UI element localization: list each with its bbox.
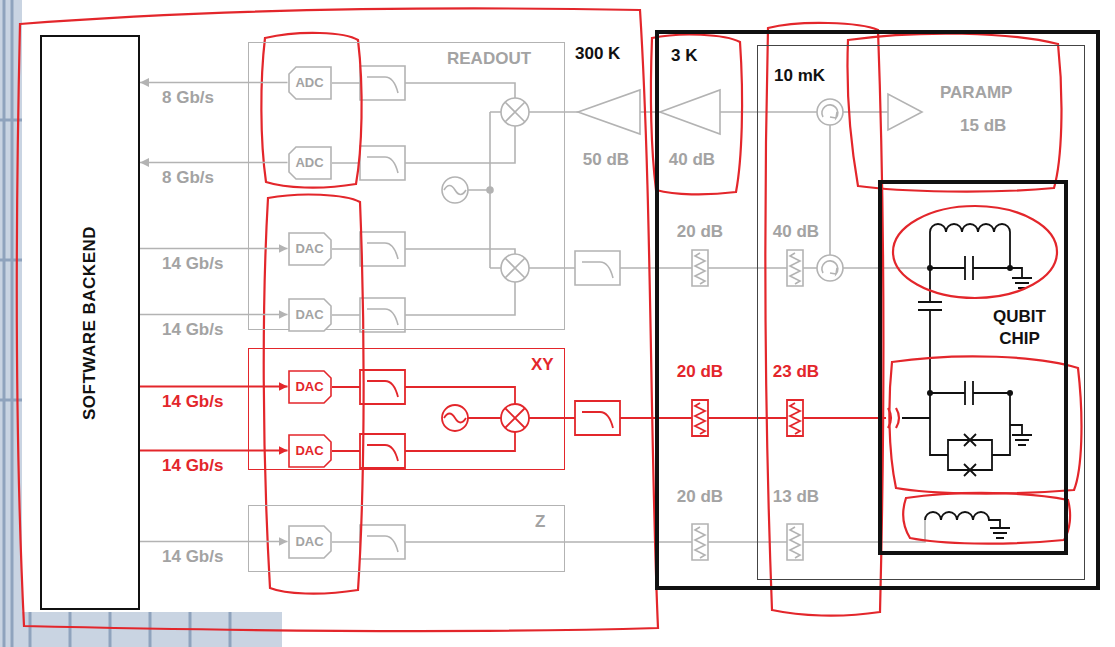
stage-label: 23 dB: [773, 362, 819, 382]
junction-dot: [927, 390, 933, 396]
annotation-outline: [651, 35, 742, 195]
data-link-arrow: [140, 314, 288, 316]
group-label: READOUT: [447, 49, 531, 69]
oscillator-symbol: [442, 405, 468, 431]
data-rate-label: 14 Gb/s: [162, 456, 223, 476]
adc-block: ADC: [288, 146, 332, 180]
dac-block: DAC: [288, 232, 332, 266]
group-label: Z: [535, 512, 545, 532]
dac-outline: [289, 299, 331, 331]
attenuator-symbol: [692, 250, 803, 560]
data-rate-label: 8 Gb/s: [162, 168, 214, 188]
oscillator-wave: [444, 186, 466, 195]
dac-outline: [289, 233, 331, 265]
stage-label: 40 dB: [773, 222, 819, 242]
mixer-symbol: [501, 404, 529, 432]
hand-annotations: [17, 9, 1082, 632]
qubit-chip-box: QUBIT CHIP: [878, 180, 1068, 555]
group-label: XY: [531, 355, 554, 375]
data-link-arrow: [140, 541, 288, 543]
attenuator-symbol: [692, 400, 803, 436]
stage-label: 20 dB: [677, 362, 723, 382]
data-link-arrow: [140, 248, 288, 250]
converter-label: DAC: [295, 534, 323, 549]
mixer-cross: [505, 408, 525, 428]
z-group: Z DAC: [248, 505, 565, 572]
dac-outline: [289, 526, 331, 558]
stage-label: 50 dB: [583, 150, 629, 170]
lowpass-filter-symbol: [360, 66, 620, 559]
readout-group: READOUT ADC ADC DAC DAC: [248, 42, 565, 330]
dac-block: DAC: [288, 298, 332, 332]
annotation-outline: [893, 206, 1057, 298]
stage-label: 40 dB: [669, 150, 715, 170]
white-panel: [22, 0, 1115, 647]
stage-label: PARAMP: [940, 83, 1012, 103]
junction-dot: [927, 265, 933, 271]
mixer-symbols: [442, 90, 922, 560]
group-label: QUBIT CHIP: [980, 306, 1060, 350]
data-rate-label: 14 Gb/s: [162, 254, 223, 274]
data-link-arrow: [140, 82, 288, 84]
data-rate-label: 14 Gb/s: [162, 320, 223, 340]
stage-label: 13 dB: [773, 487, 819, 507]
data-link-arrow: [140, 386, 288, 388]
converter-label: ADC: [295, 155, 323, 170]
data-link-arrow: [140, 162, 288, 164]
oscillator-symbol: [442, 177, 468, 203]
stage-label: 20 dB: [677, 487, 723, 507]
adc-block: ADC: [288, 66, 332, 100]
group-label: 3 K: [671, 46, 697, 66]
circulator-arrow: [822, 261, 838, 274]
converter-label: DAC: [295, 443, 323, 458]
group-label: 10 mK: [774, 66, 825, 86]
annotation-outline: [847, 34, 1061, 192]
paramp-symbol: [888, 94, 922, 130]
junction-dot: [487, 187, 493, 193]
amplifier-symbol: [660, 90, 720, 134]
mixer-symbol: [501, 254, 529, 282]
annotation-outline: [903, 493, 1070, 544]
data-rate-label: 14 Gb/s: [162, 547, 223, 567]
converter-label: DAC: [295, 379, 323, 394]
mixer-cross: [505, 258, 525, 278]
data-rate-label: 8 Gb/s: [162, 88, 214, 108]
backend-title: SOFTWARE BACKEND: [80, 225, 100, 419]
data-rate-label: 14 Gb/s: [162, 392, 223, 412]
stage-label: 15 dB: [960, 116, 1006, 136]
annotation-outline: [264, 195, 364, 594]
oscillator-wave: [444, 414, 466, 423]
converter-label: ADC: [295, 75, 323, 90]
junction-dot: [1007, 390, 1013, 396]
annotation-outline: [765, 23, 883, 616]
adc-outline: [289, 67, 331, 99]
dac-outline: [289, 435, 331, 467]
circulator-symbol: [817, 99, 843, 125]
adc-outline: [289, 147, 331, 179]
annotation-outline: [889, 356, 1081, 493]
annotation-outline: [17, 9, 658, 632]
circulator-symbol: [817, 255, 843, 281]
stage-label: 300 K: [575, 44, 620, 64]
lowpass-filter-symbol: [360, 370, 620, 468]
dac-block: DAC: [288, 370, 332, 404]
mixer-cross: [505, 102, 525, 122]
dac-block: DAC: [288, 434, 332, 468]
xy-group: XY DAC DAC: [248, 348, 565, 470]
dac-outline: [289, 371, 331, 403]
stage-label: 20 dB: [677, 222, 723, 242]
amplifier-symbol: [578, 90, 640, 134]
converter-label: DAC: [295, 307, 323, 322]
software-backend-box: SOFTWARE BACKEND: [40, 35, 140, 610]
grey-wires: [332, 83, 930, 542]
annotation-outline: [261, 33, 361, 188]
converter-label: DAC: [295, 241, 323, 256]
data-link-arrow: [140, 450, 288, 452]
circulator-arrow: [822, 105, 838, 118]
dac-block: DAC: [288, 525, 332, 559]
junction-dot: [1007, 265, 1013, 271]
mixer-symbol: [501, 98, 529, 126]
